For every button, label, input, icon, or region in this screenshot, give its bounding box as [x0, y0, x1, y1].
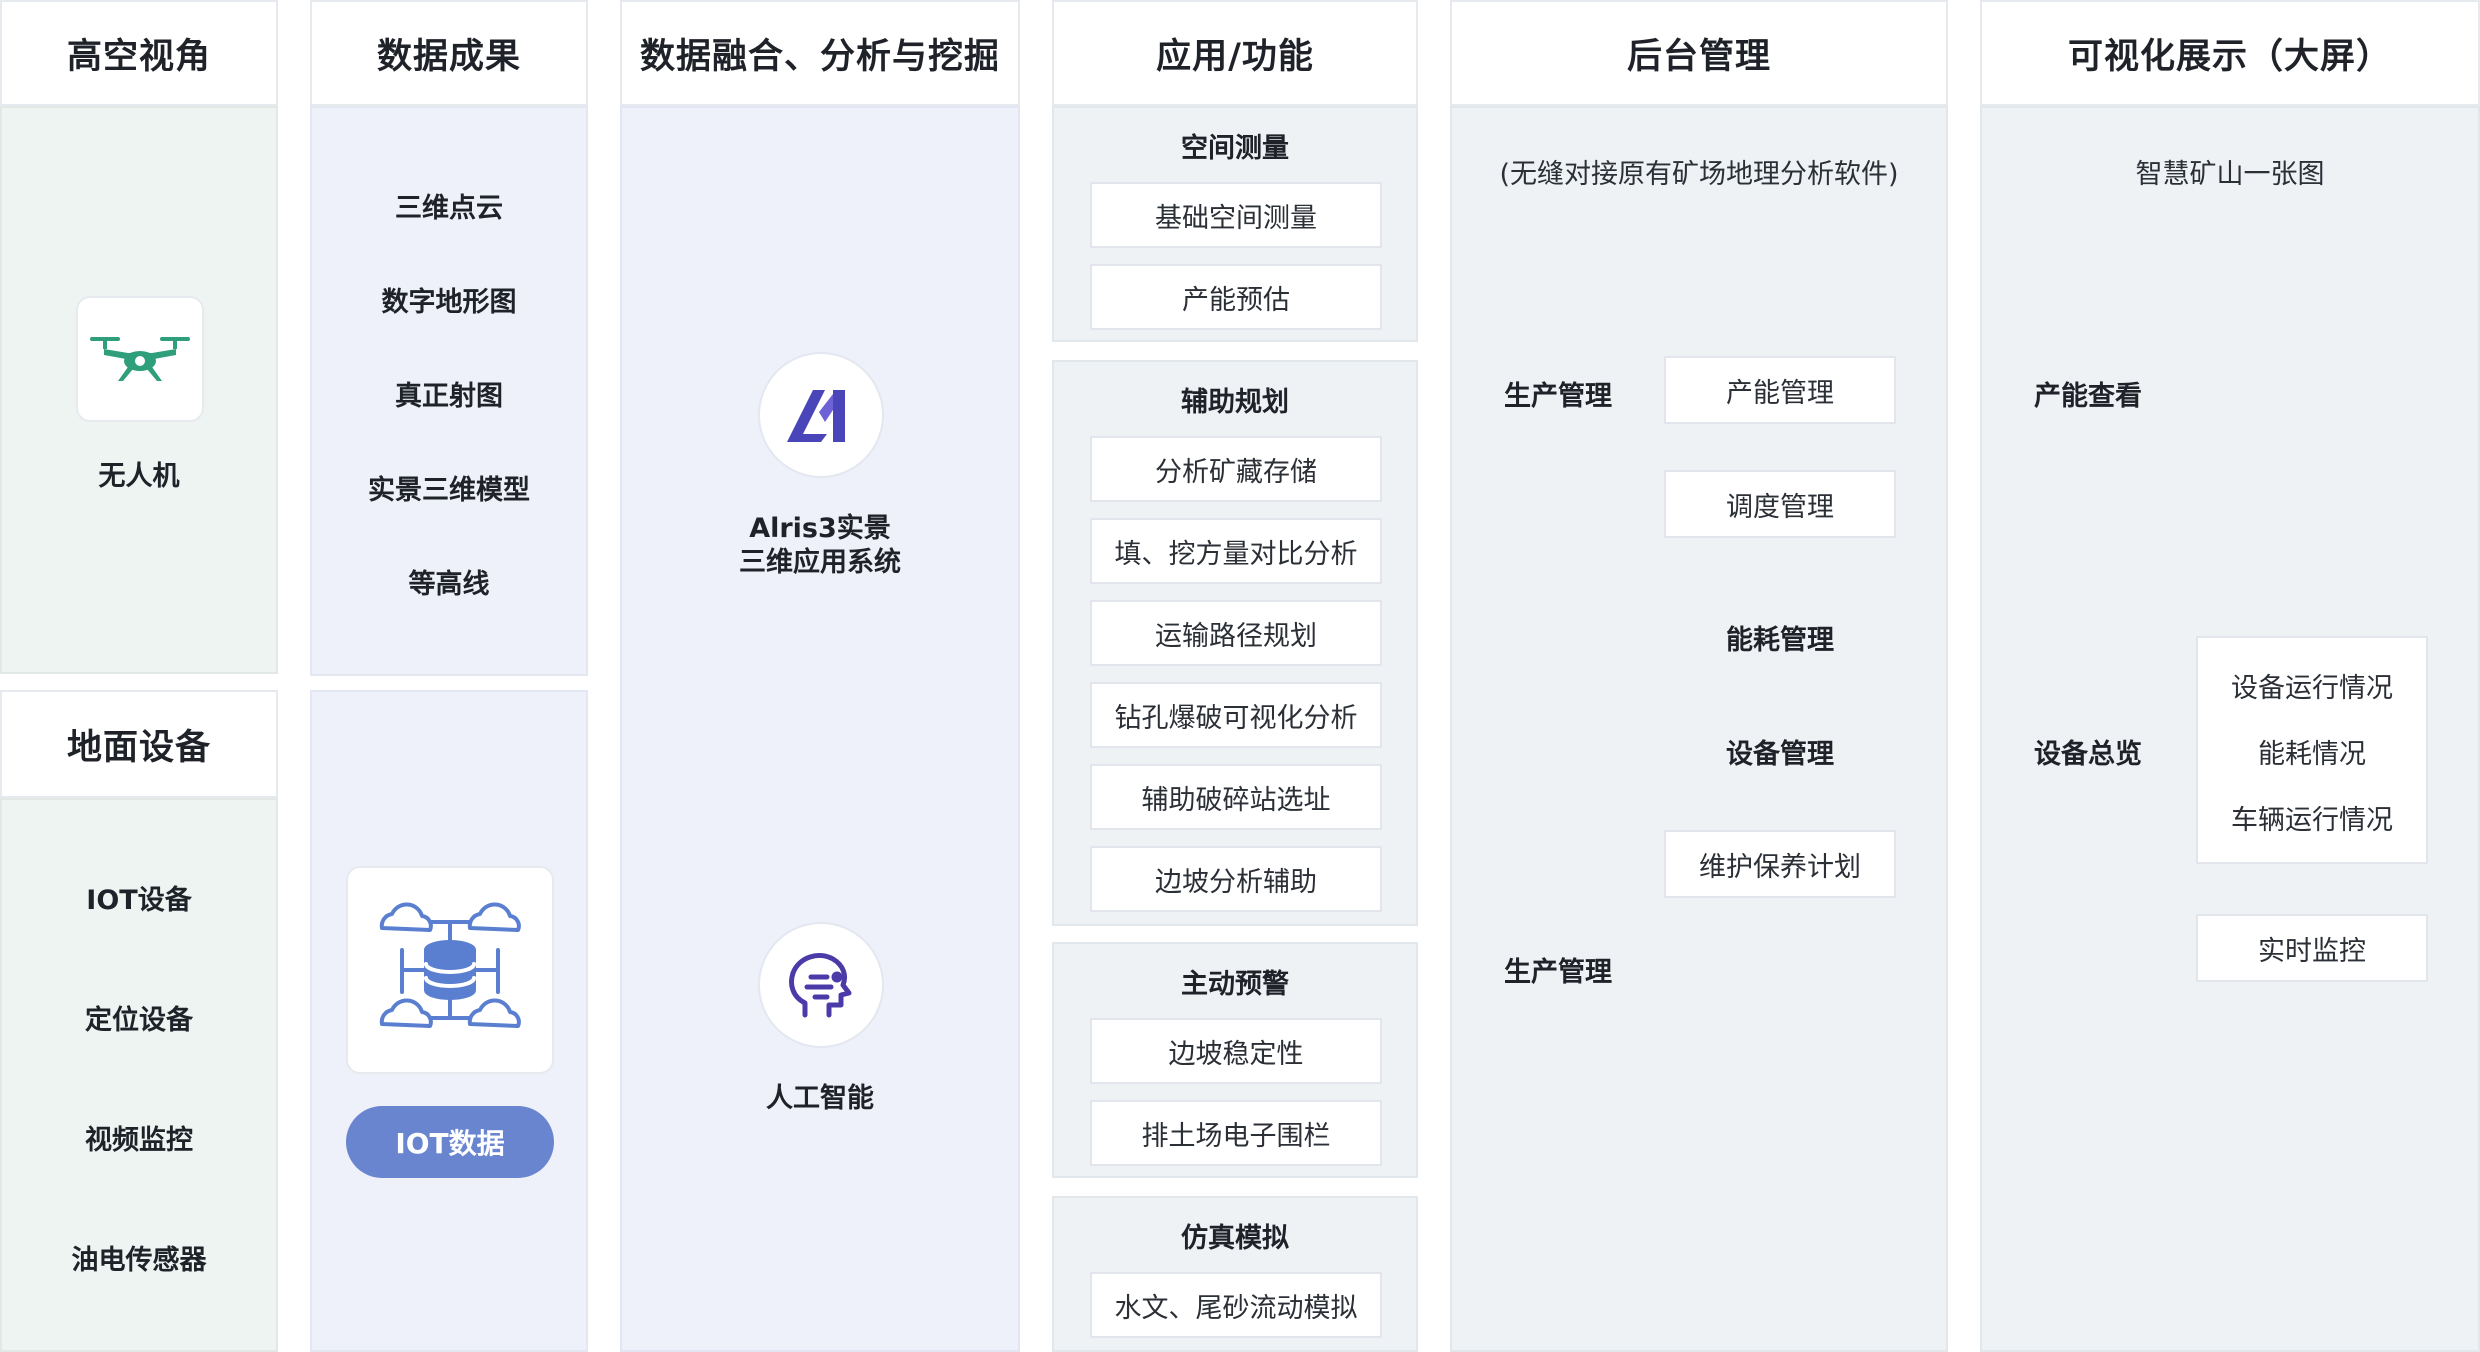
alris-label-line2: 三维应用系统 — [739, 547, 901, 578]
header-backend: 后台管理 — [1450, 0, 1948, 106]
fusion-body: Alris3实景 三维应用系统 人工智能 — [620, 106, 1020, 1352]
apps-group-label: 辅助规划 — [1181, 387, 1289, 418]
header-apps: 应用/功能 — [1052, 0, 1418, 106]
app-item[interactable]: 产能预估 — [1090, 264, 1382, 330]
backend-equipment-label: 设备管理 — [1726, 739, 1834, 770]
header-aerial: 高空视角 — [0, 0, 278, 106]
drone-label: 无人机 — [98, 461, 180, 492]
apps-group-warning: 主动预警 边坡稳定性 排土场电子围栏 — [1052, 942, 1418, 1178]
column-ground: 地面设备 IOT设备 定位设备 视频监控 油电传感器 — [0, 690, 278, 1352]
column-fusion: 数据融合、分析与挖掘 Alris3实景 三维应用系统 — [620, 0, 1020, 1352]
app-item[interactable]: 边坡分析辅助 — [1090, 846, 1382, 912]
app-item[interactable]: 运输路径规划 — [1090, 600, 1382, 666]
iot-data-panel: IOT数据 — [310, 690, 588, 1352]
backend-body: (无缝对接原有矿场地理分析软件) 生产管理 产能管理 调度管理 能耗管理 设备管… — [1450, 106, 1948, 1352]
ground-item-iot: IOT设备 — [86, 885, 192, 916]
app-item[interactable]: 边坡稳定性 — [1090, 1018, 1382, 1084]
ai-head-icon — [789, 953, 852, 1018]
backend-capacity-box[interactable]: 产能管理 — [1664, 356, 1896, 424]
apps-group-measure: 空间测量 基础空间测量 产能预估 — [1052, 106, 1418, 342]
app-item[interactable]: 基础空间测量 — [1090, 182, 1382, 248]
column-aerial: 高空视角 无人机 — [0, 0, 278, 680]
app-item[interactable]: 排土场电子围栏 — [1090, 1100, 1382, 1166]
alris-label-line1: Alris3实景 — [749, 513, 891, 544]
alris-logo-icon — [787, 390, 845, 442]
cloud-database-icon — [379, 902, 521, 1028]
app-item[interactable]: 水文、尾砂流动模拟 — [1090, 1272, 1382, 1338]
backend-maintenance-box[interactable]: 维护保养计划 — [1664, 830, 1896, 898]
ai-card — [758, 922, 884, 1048]
ground-item-video: 视频监控 — [85, 1125, 193, 1156]
apps-group-label: 空间测量 — [1181, 133, 1289, 164]
backend-note: (无缝对接原有矿场地理分析软件) — [1499, 159, 1899, 190]
backend-label-production-2: 生产管理 — [1504, 957, 1612, 988]
cloud-database-card — [346, 866, 554, 1074]
header-results: 数据成果 — [310, 0, 588, 106]
apps-group-planning: 辅助规划 分析矿藏存储 填、挖方量对比分析 运输路径规划 钻孔爆破可视化分析 辅… — [1052, 360, 1418, 926]
visual-equipment-label: 设备总览 — [2034, 739, 2142, 770]
alris-logo-card — [758, 352, 884, 478]
header-fusion: 数据融合、分析与挖掘 — [620, 0, 1020, 106]
visual-group-item[interactable]: 车辆运行情况 — [2231, 805, 2393, 836]
result-item: 数字地形图 — [381, 287, 517, 318]
visual-equipment-group: 设备运行情况 能耗情况 车辆运行情况 — [2196, 636, 2428, 864]
aerial-body: 无人机 — [0, 106, 278, 674]
ground-item-positioning: 定位设备 — [85, 1005, 193, 1036]
app-item[interactable]: 钻孔爆破可视化分析 — [1090, 682, 1382, 748]
app-item[interactable]: 填、挖方量对比分析 — [1090, 518, 1382, 584]
visual-group-item[interactable]: 能耗情况 — [2258, 739, 2366, 770]
header-ground: 地面设备 — [0, 690, 278, 798]
results-body: 三维点云 数字地形图 真正射图 实景三维模型 等高线 — [310, 106, 588, 676]
app-item[interactable]: 辅助破碎站选址 — [1090, 764, 1382, 830]
column-results: 数据成果 三维点云 数字地形图 真正射图 实景三维模型 等高线 — [310, 0, 588, 676]
ground-item-sensor: 油电传感器 — [71, 1245, 207, 1276]
visual-group-item[interactable]: 设备运行情况 — [2231, 673, 2393, 704]
ground-body: IOT设备 定位设备 视频监控 油电传感器 — [0, 798, 278, 1352]
iot-data-button[interactable]: IOT数据 — [346, 1106, 554, 1178]
apps-group-simulation: 仿真模拟 水文、尾砂流动模拟 — [1052, 1196, 1418, 1352]
drone-card — [76, 296, 204, 422]
apps-group-label: 主动预警 — [1181, 969, 1289, 1000]
column-backend: 后台管理 (无缝对接原有矿场地理分析软件) 生产管理 产能管理 调度管理 能耗管… — [1450, 0, 1948, 1352]
backend-label-production: 生产管理 — [1504, 381, 1612, 412]
column-apps: 应用/功能 空间测量 基础空间测量 产能预估 辅助规划 分析矿藏存储 填、挖方量… — [1052, 0, 1418, 1352]
visual-capacity-label: 产能查看 — [2034, 381, 2142, 412]
result-item: 三维点云 — [395, 193, 503, 224]
result-item: 实景三维模型 — [368, 475, 530, 506]
ai-label: 人工智能 — [766, 1083, 874, 1114]
result-item: 等高线 — [408, 569, 490, 600]
apps-group-label: 仿真模拟 — [1181, 1223, 1289, 1254]
result-item: 真正射图 — [395, 381, 503, 412]
app-item[interactable]: 分析矿藏存储 — [1090, 436, 1382, 502]
visual-monitor-box[interactable]: 实时监控 — [2196, 914, 2428, 982]
backend-dispatch-box[interactable]: 调度管理 — [1664, 470, 1896, 538]
header-visual: 可视化展示（大屏） — [1980, 0, 2480, 106]
backend-energy-label: 能耗管理 — [1726, 625, 1834, 656]
visual-subtitle: 智慧矿山一张图 — [2135, 159, 2325, 190]
column-visual: 可视化展示（大屏） 智慧矿山一张图 产能查看 设备总览 设备运行情况 能耗情况 … — [1980, 0, 2480, 1352]
drone-icon — [90, 337, 190, 381]
visual-body: 智慧矿山一张图 产能查看 设备总览 设备运行情况 能耗情况 车辆运行情况 实时监… — [1980, 106, 2480, 1352]
